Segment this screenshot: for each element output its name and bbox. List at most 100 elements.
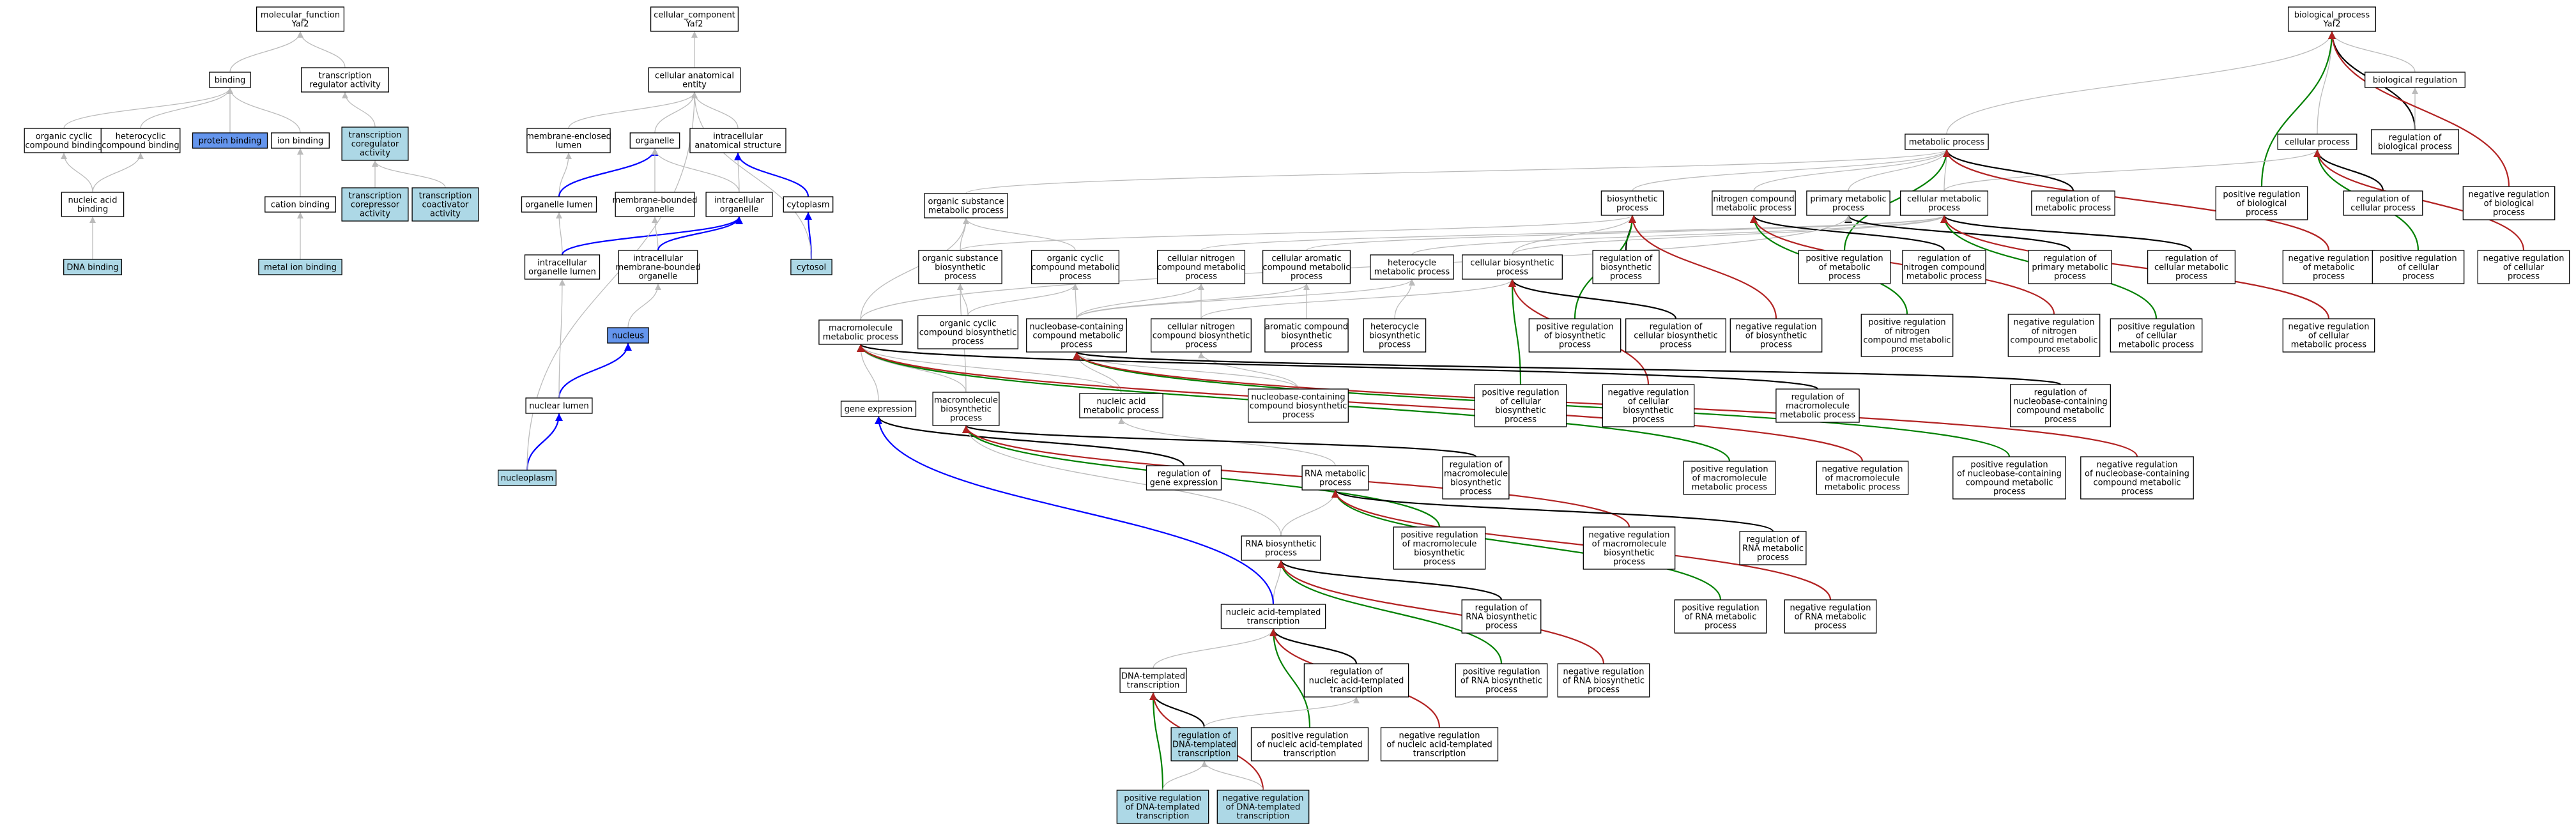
term-node-dnabind[interactable]: DNA binding bbox=[63, 259, 122, 275]
term-node-cellproc[interactable]: cellular process bbox=[2277, 134, 2358, 150]
term-node-ionbind[interactable]: ion binding bbox=[271, 132, 330, 149]
term-node-nucleus[interactable]: nucleus bbox=[607, 327, 649, 344]
term-node-binding[interactable]: binding bbox=[209, 72, 251, 88]
term-node-organelle[interactable]: organelle bbox=[629, 132, 680, 149]
term-node-orglumen[interactable]: organelle lumen bbox=[521, 196, 597, 213]
term-node-metproc[interactable]: metabolic process bbox=[1905, 134, 1989, 150]
term-node-metalbind[interactable]: metal ion binding bbox=[258, 259, 342, 275]
term-node-catbind[interactable]: cation binding bbox=[264, 196, 336, 213]
term-node-cytosol[interactable]: cytosol bbox=[790, 259, 832, 275]
term-node-cytoplasm[interactable]: cytoplasm bbox=[783, 196, 834, 213]
term-node-nuclumen[interactable]: nuclear lumen bbox=[525, 397, 593, 414]
term-node-bioreg[interactable]: biological regulation bbox=[2365, 72, 2465, 88]
term-node-nucleoplasm[interactable]: nucleoplasm bbox=[498, 470, 556, 486]
term-node-protbind[interactable]: protein binding bbox=[192, 132, 268, 149]
term-node-geneexp[interactable]: gene expression bbox=[840, 401, 917, 417]
